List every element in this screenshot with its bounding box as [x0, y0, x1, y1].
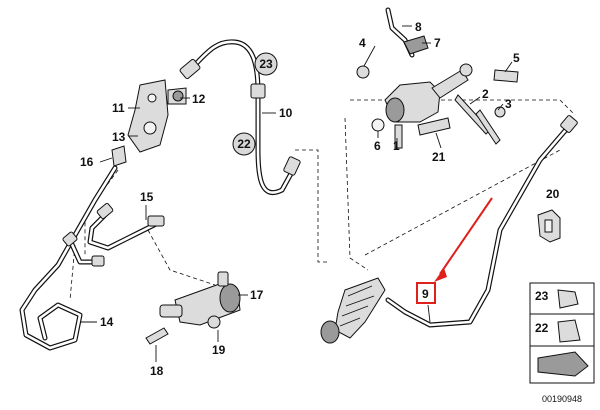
callout-4: 4	[359, 36, 366, 50]
callout-5: 5	[513, 51, 520, 65]
callout-21: 21	[432, 150, 446, 164]
circled-callouts: 23 22	[232, 52, 278, 156]
callout-12: 12	[192, 92, 206, 106]
callout-14: 14	[100, 315, 114, 329]
callout-circle-23	[254, 52, 278, 76]
clutch-hose-upper	[179, 39, 301, 195]
callout-16: 16	[80, 155, 94, 169]
callout-22: 22	[237, 137, 251, 151]
callout-1: 1	[393, 139, 400, 153]
highlight-arrow-line	[439, 197, 493, 275]
highlight-arrow-head	[434, 268, 447, 282]
drawing-number: 00190948	[542, 394, 582, 404]
callout-3: 3	[505, 97, 512, 111]
callout-10: 10	[279, 106, 293, 120]
callout-9: 9	[422, 287, 429, 301]
hose-bracket	[111, 79, 187, 167]
callout-23: 23	[259, 57, 273, 71]
callout-18: 18	[150, 364, 164, 378]
callout-6: 6	[374, 139, 381, 153]
callout-2: 2	[482, 87, 489, 101]
holder-legend: 23 22	[529, 282, 595, 384]
leader-lines	[80, 25, 513, 362]
callout-numbers: 11 12 13 16 15 14 17 18 19 10 8 7 4 5 2 …	[80, 20, 560, 378]
callout-19: 19	[212, 343, 226, 357]
callout-11: 11	[112, 101, 125, 115]
legend-label-22: 22	[535, 321, 549, 335]
slave-cylinder	[145, 271, 241, 345]
clip-part	[537, 209, 561, 243]
highlight-box	[416, 282, 436, 304]
callout-circle-22	[232, 132, 256, 156]
callout-17: 17	[250, 288, 264, 302]
clutch-pipe-long	[385, 115, 578, 328]
master-cylinder	[356, 7, 519, 149]
legend-label-23: 23	[535, 289, 549, 303]
clutch-hose-boot	[320, 277, 386, 344]
highlighted-callout: 9	[416, 197, 493, 304]
clutch-pipe-coil	[19, 165, 165, 351]
callout-20: 20	[546, 187, 560, 201]
callout-7: 7	[434, 36, 441, 50]
callout-13: 13	[112, 130, 126, 144]
callout-8: 8	[415, 20, 422, 34]
callout-15: 15	[140, 190, 154, 204]
